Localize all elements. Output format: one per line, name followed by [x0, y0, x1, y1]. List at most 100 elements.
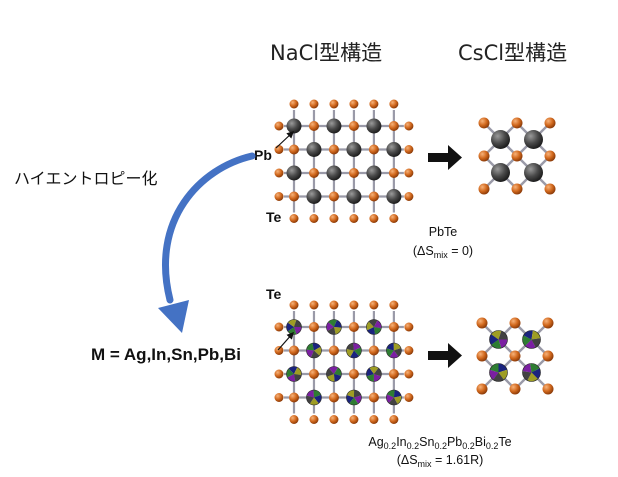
pb-atom	[366, 118, 382, 134]
te-atom	[478, 150, 490, 162]
mixed-cation-atom	[326, 319, 342, 335]
te-atom-label-top: Te	[266, 209, 282, 225]
top-transition-arrow	[428, 145, 462, 170]
te-atom	[274, 346, 284, 355]
mixed-cation-atom	[306, 389, 322, 406]
te-atom	[349, 99, 359, 109]
te-atom	[308, 369, 319, 379]
te-atom	[544, 183, 556, 195]
pb-atom	[386, 142, 402, 157]
te-atom	[289, 392, 299, 403]
hea-formula: Ag0.2In0.2Sn0.2Pb0.2Bi0.2Te	[368, 435, 511, 451]
nacl-structure-header: NaCl型構造	[270, 41, 382, 65]
mixed-cation-atom	[522, 363, 541, 382]
pb-atom	[306, 189, 322, 204]
te-atom	[349, 415, 359, 424]
te-atom	[544, 150, 556, 162]
pb-atom	[286, 165, 302, 181]
te-atom	[542, 350, 554, 362]
te-atom	[542, 383, 554, 395]
high-entropy-curved-arrow	[162, 152, 256, 304]
te-atom	[308, 168, 319, 178]
te-atom	[329, 214, 339, 223]
pb-atom	[524, 130, 543, 149]
bottom-transition-arrow	[428, 343, 462, 368]
te-atom	[349, 214, 359, 223]
te-atom	[404, 322, 414, 332]
pbte-cscl-lattice	[478, 117, 556, 195]
hea-entropy: (ΔSmix = 1.61R)	[397, 453, 484, 469]
te-atom	[511, 183, 523, 195]
pb-atom	[306, 142, 322, 157]
te-atom	[309, 214, 319, 223]
te-atom	[308, 322, 319, 332]
te-atom	[544, 117, 556, 129]
te-atom	[329, 415, 339, 424]
te-atom	[388, 121, 399, 131]
m-elements-label: M = Ag,In,Sn,Pb,Bi	[91, 345, 241, 364]
te-atom	[369, 300, 379, 310]
pbte-nacl-lattice	[274, 99, 414, 223]
te-atom	[404, 121, 414, 131]
te-atom	[289, 214, 299, 223]
pb-atom	[524, 163, 543, 182]
te-atom	[349, 300, 359, 310]
pbte-formula: PbTe	[429, 225, 458, 239]
te-atom	[389, 99, 399, 109]
pbte-entropy: (ΔSmix = 0)	[413, 244, 473, 260]
mixed-cation-atom	[522, 330, 541, 349]
pb-atom-label: Pb	[254, 147, 272, 163]
cscl-structure-header: CsCl型構造	[458, 41, 567, 65]
pb-atom	[366, 165, 382, 181]
mixed-cation-atom	[306, 342, 322, 359]
te-atom	[289, 144, 299, 155]
te-atom	[309, 300, 319, 310]
te-atom	[369, 214, 379, 223]
pb-atom	[386, 189, 402, 204]
te-atom	[404, 168, 414, 178]
te-atom	[308, 121, 319, 131]
te-atom	[348, 168, 359, 178]
te-atom	[389, 415, 399, 424]
pb-atom	[491, 130, 510, 149]
pb-atom	[286, 118, 302, 134]
te-atom	[389, 300, 399, 310]
te-atom	[348, 322, 359, 332]
te-atom	[289, 345, 299, 356]
te-atom	[404, 369, 414, 379]
te-atom	[289, 415, 299, 424]
te-atom	[309, 99, 319, 109]
te-atom	[289, 300, 299, 310]
te-atom	[404, 393, 414, 402]
pb-atom	[491, 163, 510, 182]
te-atom	[389, 214, 399, 223]
te-atom	[476, 350, 488, 362]
te-atom	[369, 415, 379, 424]
te-atom	[289, 99, 299, 109]
pb-atom	[346, 142, 362, 157]
te-atom	[509, 350, 521, 362]
te-atom	[274, 322, 284, 332]
mixed-cation-atom	[286, 366, 302, 382]
te-atom	[289, 191, 299, 202]
hea-nacl-lattice	[274, 300, 414, 424]
curved-arrow-head	[158, 300, 189, 333]
te-atom	[274, 145, 284, 154]
te-atom	[368, 345, 379, 356]
pb-atom	[346, 189, 362, 204]
m-pointer-arrow	[277, 331, 294, 351]
pb-atom	[326, 118, 342, 134]
lattice-bonds	[284, 311, 404, 414]
high-entropy-label: ハイエントロピー化	[14, 169, 158, 188]
te-atom	[511, 117, 523, 129]
mixed-cation-atom	[366, 366, 382, 382]
mixed-cation-atom	[489, 330, 508, 349]
mixed-cation-atom	[326, 366, 342, 382]
te-atom	[509, 317, 521, 329]
te-atom	[329, 300, 339, 310]
te-atom	[328, 144, 339, 155]
te-atom	[309, 415, 319, 424]
te-atom	[369, 99, 379, 109]
te-atom	[348, 121, 359, 131]
lattice-bonds	[284, 110, 404, 213]
